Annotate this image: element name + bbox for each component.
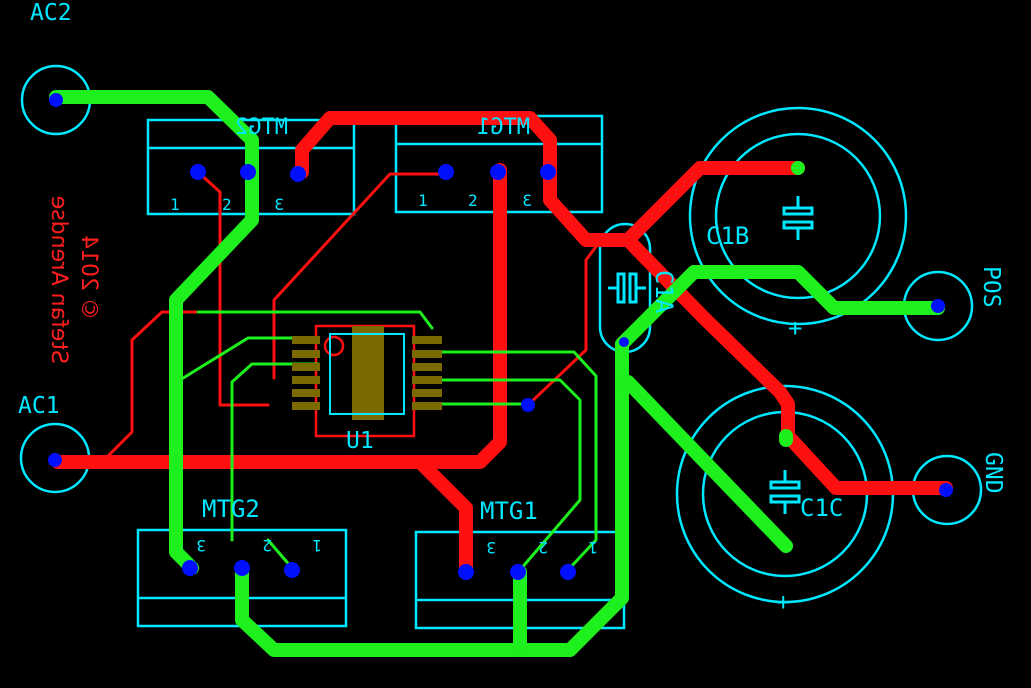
pin-mtg2-3: 3 <box>196 536 206 555</box>
via-ac2 <box>49 93 63 107</box>
trace-bottom-loop <box>235 265 945 657</box>
via-header-tl-2 <box>240 164 256 180</box>
pin-mtg1-3: 3 <box>486 538 496 557</box>
trace-thin-u1-left-1 <box>178 336 320 382</box>
c1c-symbol <box>769 470 801 514</box>
pin-mtg2-2: 2 <box>262 536 272 555</box>
label-ac1: AC1 <box>18 393 60 419</box>
c1b-outline-outer <box>688 106 908 326</box>
via-mtg1-2 <box>510 564 526 580</box>
pin-tl-1: 1 <box>170 195 180 214</box>
via-header-tm-3 <box>540 164 556 180</box>
trace-thin-header-pin1 <box>196 170 270 407</box>
pin-tm-1: 1 <box>418 191 428 210</box>
via-u1-right <box>521 398 535 412</box>
via-layer <box>48 93 953 580</box>
label-mtg1: MTG1 <box>480 497 538 525</box>
trace-c1c-neg <box>621 375 793 553</box>
label-c1a: C1A <box>650 270 678 314</box>
label-u1: U1 <box>346 428 374 454</box>
via-header-tl-3 <box>290 166 306 182</box>
pin-tm-2: 2 <box>468 191 478 210</box>
trace-thin-c1a-u1 <box>526 242 600 407</box>
u1-thermal-pad <box>352 326 384 420</box>
trace-ac2-main <box>49 90 259 575</box>
trace-thin-u1-right-1 <box>430 350 598 572</box>
u1-pin1-marker <box>323 335 345 357</box>
label-mtg2: MTG2 <box>202 495 260 523</box>
label-header-tm-mirrored: MTG1 <box>477 115 530 140</box>
via-header-tl-1 <box>190 164 206 180</box>
pin-tl-2: 2 <box>222 195 232 214</box>
label-header-tl-mirrored: MTG2 <box>235 115 288 140</box>
via-pos <box>931 299 945 313</box>
u1-right-pads <box>412 336 442 410</box>
via-c1a <box>619 337 629 347</box>
trace-ac1-main <box>51 163 507 469</box>
c1c-polarity: + <box>776 588 790 616</box>
trace-thin-u1-top <box>196 310 434 330</box>
u1-inner-outline <box>329 333 405 415</box>
c1a-symbol <box>608 272 646 304</box>
label-c1c: C1C <box>800 494 843 522</box>
via-mtg1-3 <box>458 564 474 580</box>
label-c1b: C1B <box>706 222 749 250</box>
label-gnd: GND <box>980 452 1006 494</box>
via-mtg2-2 <box>234 560 250 576</box>
via-header-tm-2 <box>490 164 506 180</box>
via-mtg2-1 <box>284 562 300 578</box>
trace-thin-mtg1-mid <box>430 378 582 572</box>
u1-left-pads <box>292 336 320 410</box>
via-mtg1-1 <box>560 564 576 580</box>
pin-mtg1-2: 2 <box>538 538 548 557</box>
c1b-polarity: + <box>788 314 802 342</box>
trace-c1a-to-gnd <box>621 233 953 495</box>
credit-author: Stefan Arendse <box>46 196 71 364</box>
pin-tl-3: 3 <box>274 195 284 214</box>
c1b-outline-inner <box>714 132 882 300</box>
pin-mtg2-1: 1 <box>312 536 322 555</box>
via-header-tm-1 <box>438 164 454 180</box>
via-gnd <box>939 483 953 497</box>
label-pos: POS <box>978 266 1004 308</box>
label-ac2: AC2 <box>30 0 72 26</box>
pin-mtg1-1: 1 <box>588 538 598 557</box>
via-mtg2-3 <box>182 560 198 576</box>
c1b-symbol <box>782 196 814 240</box>
via-ac1 <box>48 453 62 467</box>
trace-thin-u1-left-2 <box>230 362 320 542</box>
u1-package <box>292 326 442 420</box>
labels-layer: AC2 AC1 POS GND C1B C1C C1A U1 MTG2 MTG1… <box>18 0 1006 616</box>
trace-mtg1-to-ac1 <box>413 455 473 579</box>
credit-year: © 2014 <box>76 235 101 320</box>
pin-tm-3: 3 <box>522 191 532 210</box>
